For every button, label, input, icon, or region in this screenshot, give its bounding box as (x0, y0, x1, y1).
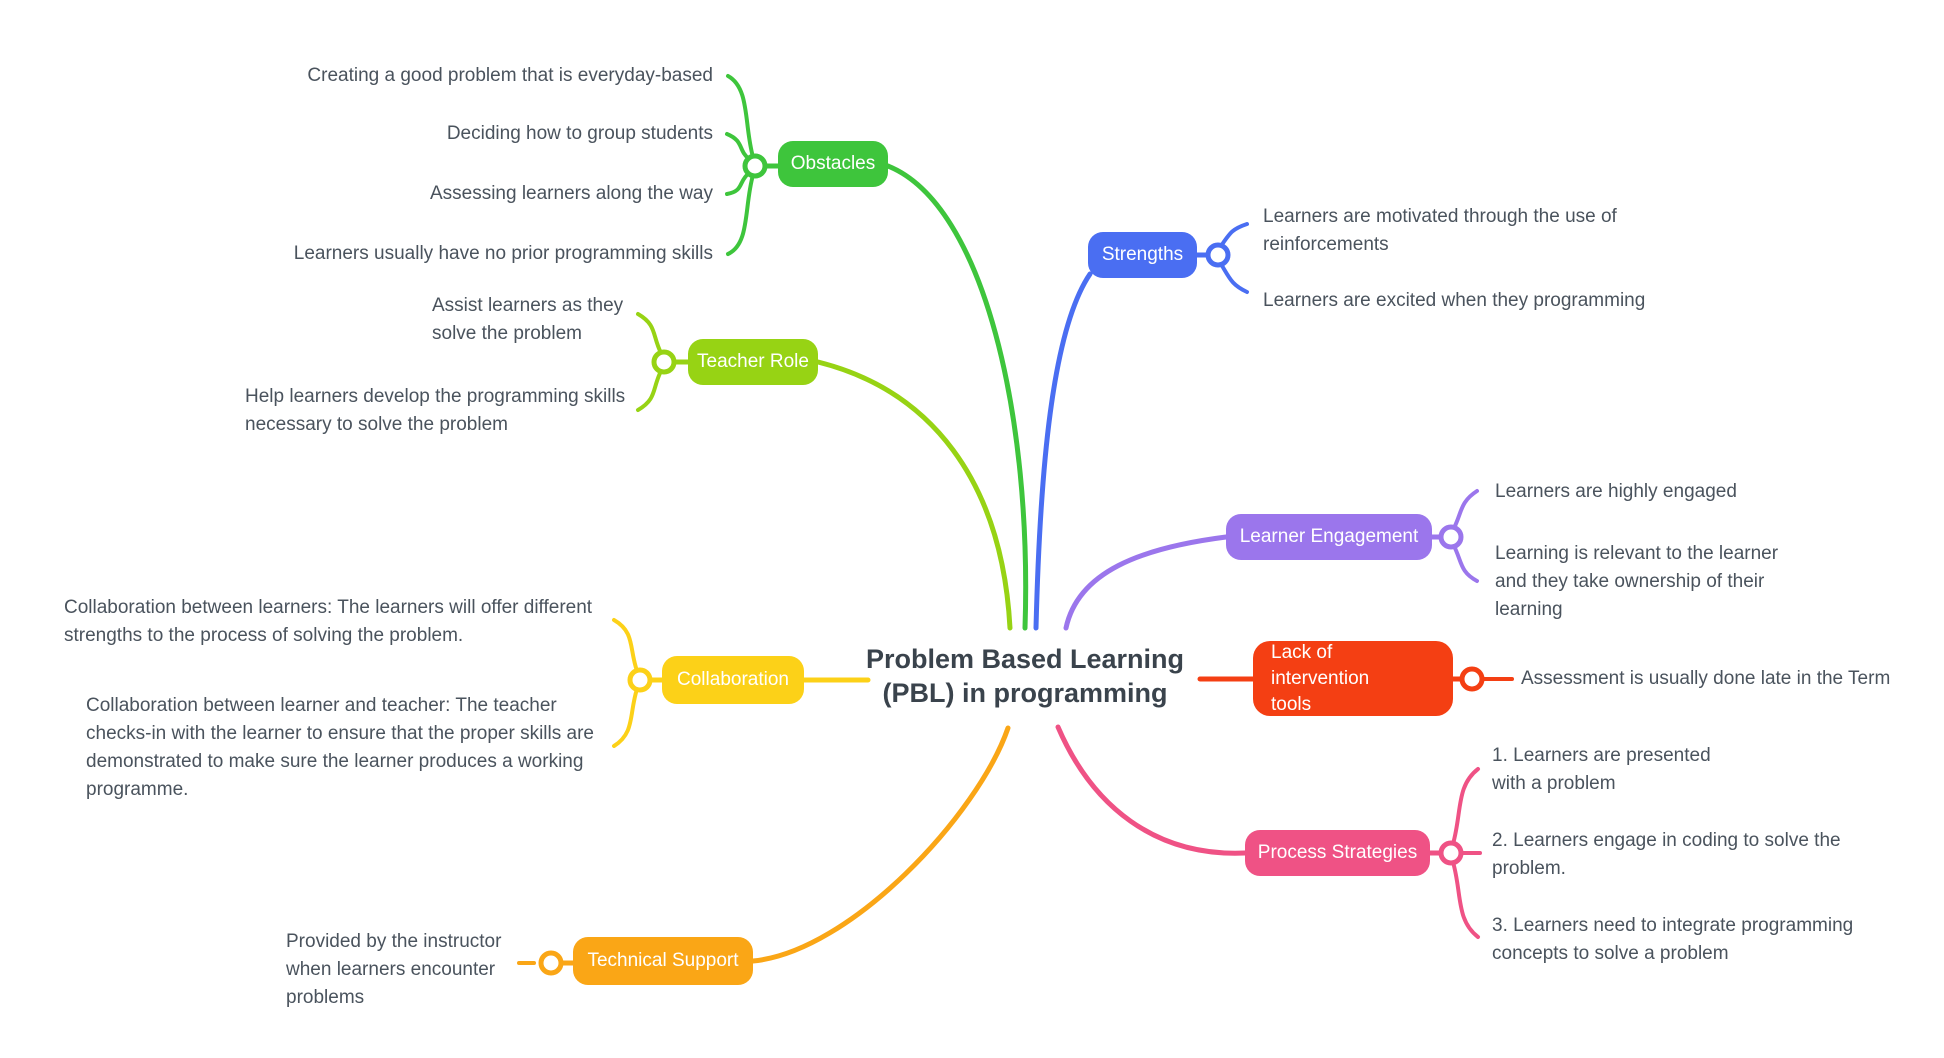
branch-learner-engagement-wires (1063, 489, 1479, 631)
branch-lack-wires (1197, 666, 1514, 692)
hub-circle-teacher-role[interactable] (651, 349, 677, 375)
hub-circle-process-strategies[interactable] (1438, 840, 1464, 866)
leaf-teacher-role-1[interactable]: Assist learners as they solve the proble… (432, 295, 624, 344)
branch-collaboration-wires (612, 618, 871, 748)
node-collaboration[interactable]: Collaboration (662, 656, 804, 704)
leaf-process-strategies-1[interactable]: 1. Learners are presented with a problem (1492, 745, 1711, 794)
branch-curve-process-strategies (1055, 724, 1248, 856)
hub-circle-lack[interactable] (1459, 666, 1485, 692)
branch-obstacles-wires (725, 74, 1029, 631)
leaf-obstacles-2[interactable]: Deciding how to group students (446, 123, 713, 144)
leaf-curve-collaboration-1 (612, 618, 639, 673)
leaf-curve-process-strategies-1 (1451, 767, 1480, 846)
branch-curve-learner-engagement (1063, 534, 1229, 631)
leaf-obstacles-4[interactable]: Learners usually have no prior programmi… (293, 243, 713, 264)
leaf-curve-learner-engagement-1 (1452, 489, 1479, 530)
hub-circle-learner-engagement[interactable] (1438, 524, 1464, 550)
leaf-strengths-2[interactable]: Learners are excited when they programmi… (1263, 290, 1646, 311)
leaf-curve-learner-engagement-2 (1452, 544, 1479, 583)
leaf-curve-teacher-role-1 (636, 312, 663, 355)
node-lack-of-intervention-tools[interactable]: Lack of intervention tools (1253, 641, 1453, 716)
leaf-learner-engagement-2[interactable]: Learning is relevant to the learner and … (1495, 543, 1779, 620)
branch-curve-obstacles (885, 163, 1029, 631)
leaf-curve-obstacles-2 (725, 132, 751, 161)
leaf-curve-teacher-role-2 (636, 369, 663, 412)
hub-circle-technical-support[interactable] (538, 950, 564, 976)
leaf-process-strategies-3[interactable]: 3. Learners need to integrate programmin… (1492, 915, 1854, 964)
leaf-obstacles-1[interactable]: Creating a good problem that is everyday… (307, 65, 713, 86)
branch-process-strategies-wires (1055, 724, 1482, 939)
node-learner-engagement[interactable]: Learner Engagement (1226, 514, 1432, 560)
leaf-collaboration-1[interactable]: Collaboration between learners: The lear… (64, 597, 593, 646)
branch-teacher-role-wires (636, 312, 1013, 631)
leaf-curve-strengths-1 (1219, 222, 1249, 248)
leaf-lack-1[interactable]: Assessment is usually done late in the T… (1521, 668, 1891, 689)
leaf-process-strategies-2[interactable]: 2. Learners engage in coding to solve th… (1492, 830, 1841, 879)
leaf-technical-support-1[interactable]: Provided by the instructor when learners… (286, 931, 502, 1008)
branch-curve-strengths (1033, 271, 1093, 631)
leaf-curve-strengths-2 (1219, 262, 1249, 294)
node-process-strategies[interactable]: Process Strategies (1245, 830, 1430, 876)
leaf-teacher-role-2[interactable]: Help learners develop the programming sk… (245, 386, 626, 435)
node-teacher-role[interactable]: Teacher Role (688, 339, 818, 385)
hub-circle-collaboration[interactable] (627, 667, 653, 693)
node-technical-support[interactable]: Technical Support (573, 937, 753, 985)
leaf-collaboration-2[interactable]: Collaboration between learner and teache… (86, 695, 594, 800)
leaf-curve-obstacles-1 (726, 74, 755, 159)
leaf-curve-process-strategies-3 (1451, 860, 1480, 939)
branch-technical-support-wires (517, 725, 1011, 976)
branch-strengths-wires (1033, 222, 1249, 631)
node-strengths[interactable]: Strengths (1088, 232, 1197, 278)
node-obstacles[interactable]: Obstacles (778, 141, 888, 187)
leaf-learner-engagement-1[interactable]: Learners are highly engaged (1495, 481, 1737, 502)
leaf-obstacles-3[interactable]: Assessing learners along the way (429, 183, 713, 204)
leaf-curve-obstacles-3 (725, 171, 751, 196)
branch-curve-teacher-role (815, 359, 1013, 631)
central-topic[interactable]: Problem Based Learning (PBL) in programm… (865, 644, 1185, 708)
leaf-strengths-1[interactable]: Learners are motivated through the use o… (1263, 206, 1617, 255)
leaf-curve-obstacles-4 (726, 173, 755, 256)
hub-circle-obstacles[interactable] (742, 153, 768, 179)
branch-curve-technical-support (750, 725, 1011, 964)
hub-circle-strengths[interactable] (1205, 242, 1231, 268)
leaf-curve-collaboration-2 (612, 687, 639, 748)
